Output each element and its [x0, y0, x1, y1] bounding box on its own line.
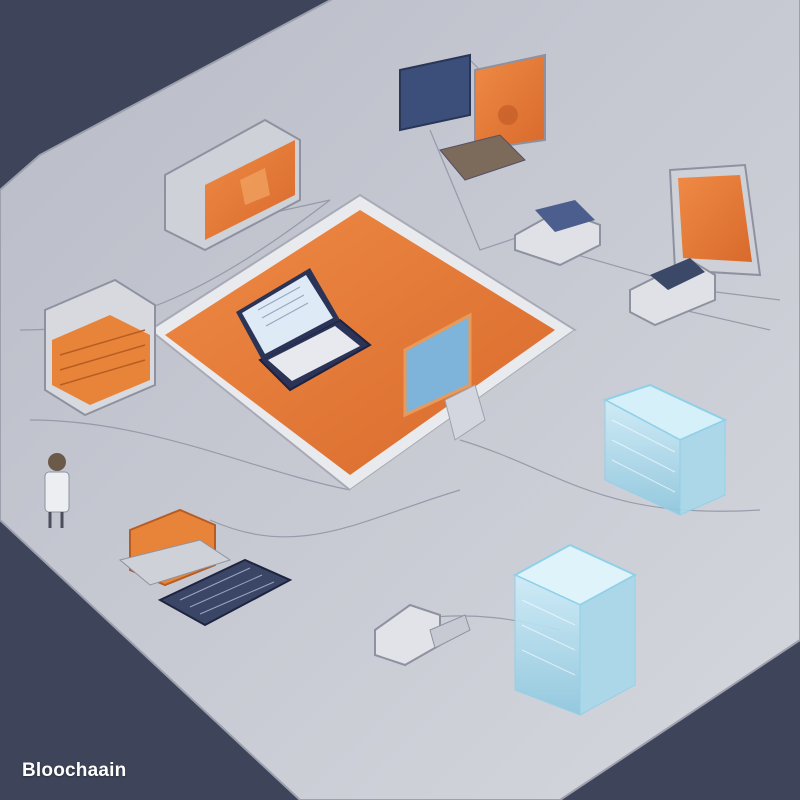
monitor-icon — [670, 165, 760, 275]
glass-block-icon — [515, 545, 635, 715]
caption-text: Bloochaain — [22, 760, 126, 782]
